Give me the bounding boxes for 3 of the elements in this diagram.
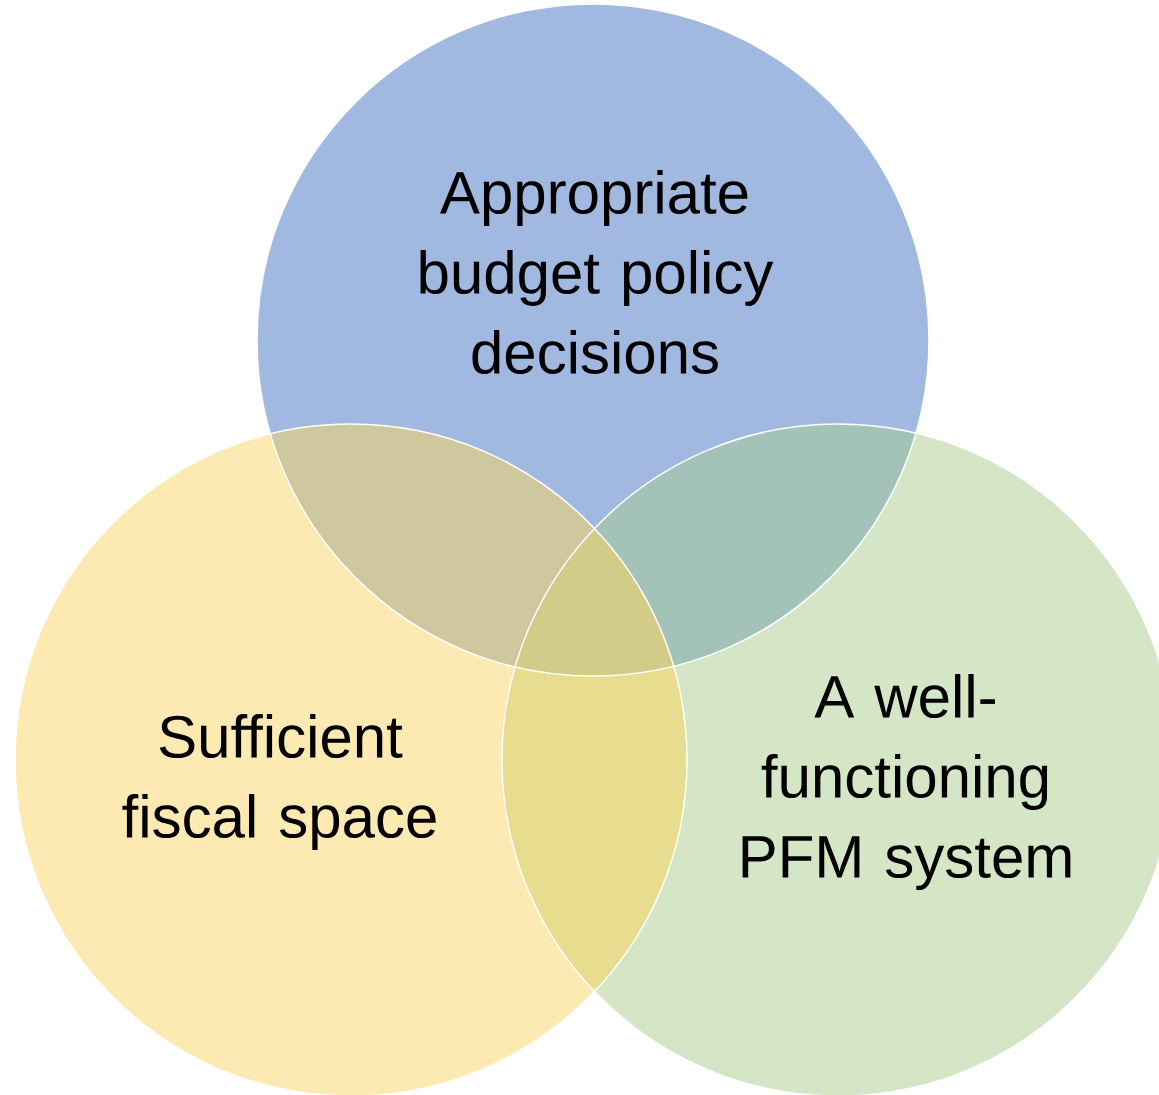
venn-circle-label: A well-functioning PFM system — [742, 674, 1071, 890]
venn-circle-label: Appropriate budget policy decisions — [420, 169, 774, 375]
venn-circle-label: Sufficient fiscal space — [122, 714, 436, 850]
